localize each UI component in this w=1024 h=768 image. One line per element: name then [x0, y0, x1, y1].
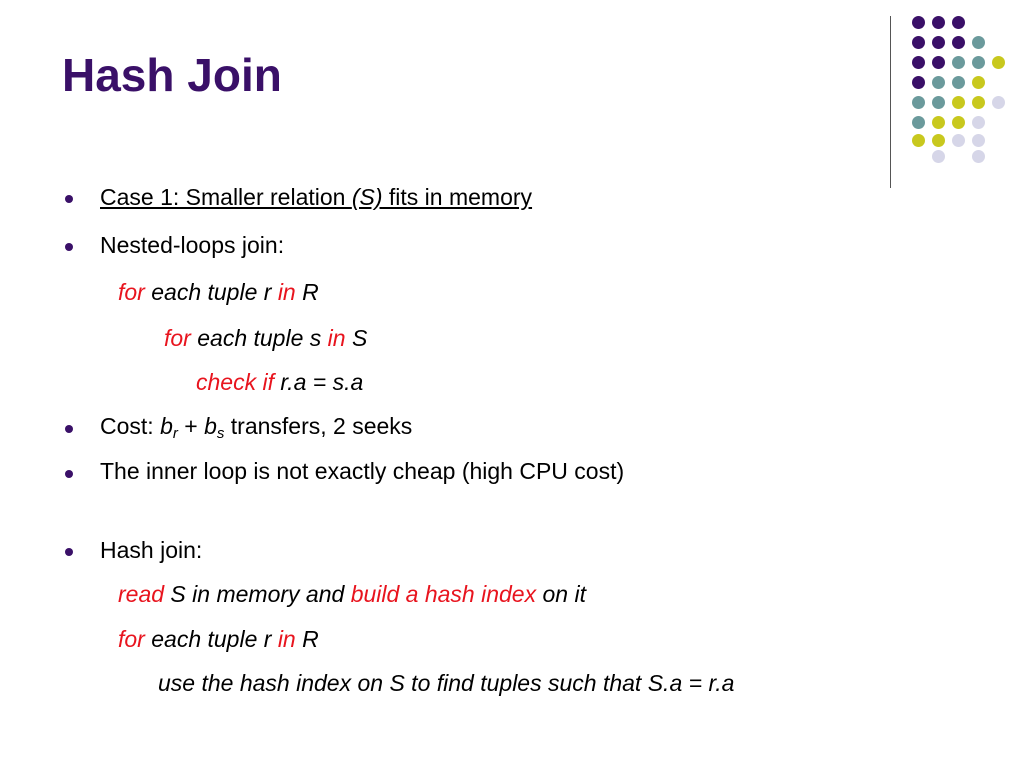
decorative-dot [972, 150, 985, 163]
decorative-dot [972, 56, 985, 69]
code-text: S in memory and [164, 581, 351, 607]
decorative-dot [972, 116, 985, 129]
hash-code-line-3: use the hash index on S to find tuples s… [158, 670, 735, 696]
code-text: each tuple r [144, 279, 278, 305]
decorative-dot [932, 150, 945, 163]
slide-title: Hash Join [62, 49, 282, 101]
decorative-dot [932, 56, 945, 69]
decorative-dot [972, 76, 985, 89]
bullet-marker [65, 195, 73, 203]
cost-subscript: r [172, 425, 178, 442]
cost-suffix: transfers, 2 seeks [224, 413, 413, 439]
case1-relation: (S) [351, 184, 383, 210]
decorative-dot [972, 96, 985, 109]
nested-code-line-1: for each tuple r in R [118, 279, 319, 306]
decorative-dot [952, 96, 965, 109]
decorative-dot [912, 36, 925, 49]
decorative-dot [952, 36, 965, 49]
decorative-dot [932, 96, 945, 109]
hash-join-heading: Hash join: [100, 537, 203, 563]
keyword: for [118, 626, 145, 652]
decorative-dot [932, 16, 945, 29]
keyword: in [277, 279, 296, 305]
hash-code-line-1: read S in memory and build a hash index … [118, 581, 586, 608]
nested-code-line-2: for each tuple s in S [164, 325, 367, 352]
bullet-marker [65, 548, 73, 556]
code-text: on it [536, 581, 586, 607]
cost-subscript: s [216, 425, 225, 442]
keyword: for [164, 325, 191, 351]
case1-text: Case 1: Smaller relation (S) fits in mem… [100, 184, 532, 211]
keyword: check if [196, 369, 274, 395]
cost-var: b [160, 413, 173, 439]
decorative-dot [932, 76, 945, 89]
code-text: each tuple r [144, 626, 278, 652]
case1-suffix: fits in memory [382, 184, 533, 210]
bullet-marker [65, 425, 73, 433]
decorative-dot [952, 16, 965, 29]
decorative-dot [972, 134, 985, 147]
decorative-dot [912, 96, 925, 109]
keyword: read [118, 581, 165, 607]
bullet-marker [65, 470, 73, 478]
decorative-dot [992, 56, 1005, 69]
decorative-dot [912, 116, 925, 129]
divider-line [890, 16, 891, 188]
decorative-dot [952, 134, 965, 147]
inner-loop-text: The inner loop is not exactly cheap (hig… [100, 458, 625, 484]
code-text: r.a = s.a [273, 369, 364, 395]
cost-var: b [204, 413, 217, 439]
nested-loops-heading: Nested-loops join: [100, 232, 285, 258]
decorative-dot [932, 36, 945, 49]
keyword: in [327, 325, 346, 351]
hash-code-line-2: for each tuple r in R [118, 626, 319, 653]
decorative-dot [912, 16, 925, 29]
decorative-dot [912, 134, 925, 147]
code-text: each tuple s [190, 325, 328, 351]
cost-plus: + [177, 413, 205, 439]
decorative-dot [912, 56, 925, 69]
code-text: R [295, 279, 319, 305]
decorative-dot [952, 116, 965, 129]
decorative-dot [932, 134, 945, 147]
decorative-dot-grid [0, 0, 1024, 200]
decorative-dot [912, 76, 925, 89]
decorative-dot [992, 96, 1005, 109]
decorative-dot [952, 76, 965, 89]
keyword: for [118, 279, 145, 305]
keyword: build a hash index [350, 581, 537, 607]
code-text: R [295, 626, 319, 652]
keyword: in [277, 626, 296, 652]
decorative-dot [932, 116, 945, 129]
case1-prefix: Case 1: Smaller relation [100, 184, 352, 210]
nested-code-line-3: check if r.a = s.a [196, 369, 363, 396]
decorative-dot [952, 56, 965, 69]
cost-text: Cost: br + bs transfers, 2 seeks [100, 413, 412, 442]
code-text: S [345, 325, 368, 351]
bullet-marker [65, 243, 73, 251]
cost-prefix: Cost: [100, 413, 161, 439]
decorative-dot [972, 36, 985, 49]
